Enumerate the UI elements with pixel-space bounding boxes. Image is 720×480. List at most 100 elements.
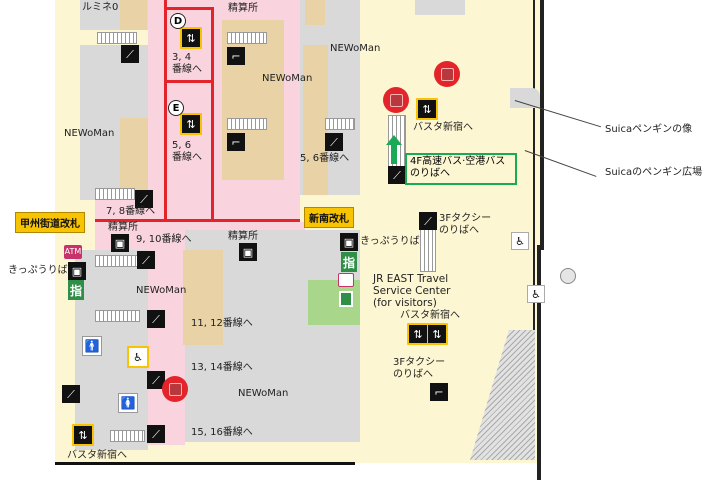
stairs-icon: ⌐: [430, 383, 448, 401]
busta-label: バスタ新宿へ: [67, 450, 127, 461]
travel-center-line: JR EAST Travel: [373, 273, 449, 285]
elevator-icon: ⇅: [409, 325, 427, 343]
elevator-button[interactable]: ⇅: [180, 27, 202, 49]
shop-newoman: NEWoMan: [136, 285, 187, 296]
elevator-button[interactable]: ⇅: [180, 113, 202, 135]
reserved-seat-icon: 指: [341, 252, 357, 272]
ticket-office-label: きっぷうりば: [360, 236, 420, 247]
track-1314-label: 13, 14番線へ: [191, 362, 253, 373]
ticket-machine-icon: ▣: [111, 234, 129, 252]
ticket-machine-icon: ▣: [68, 262, 86, 280]
bottom-wall: [55, 462, 355, 465]
stairs: [95, 310, 140, 322]
stairs: [97, 32, 137, 44]
toilet-female-icon: 🚺: [118, 393, 138, 413]
escalator-icon: ⟋: [147, 425, 165, 443]
track-label: 番線へ: [172, 151, 202, 163]
elevator-d-marker: D: [170, 13, 186, 29]
track-910-label: 9, 10番線へ: [136, 234, 192, 245]
shop-newoman: NEWoMan: [64, 128, 115, 139]
travel-center-line: Service Center: [373, 285, 451, 298]
suica-plaza-label: Suicaのペンギン広場: [605, 167, 703, 178]
travel-center-icon: [338, 273, 354, 287]
escalator-icon: ⟋: [388, 166, 406, 184]
green-arrow-stem: [391, 144, 397, 164]
koshu-gate: 甲州街道改札: [15, 212, 85, 233]
wheelchair-icon: ♿: [129, 348, 147, 366]
elevator-icon: ⇅: [182, 115, 200, 133]
shop-block: [303, 45, 328, 195]
bus-stop-icon[interactable]: [162, 376, 188, 402]
escalator-icon: ⟋: [62, 385, 80, 403]
busta-label: バスタ新宿へ: [400, 310, 460, 321]
track-label: 5, 6: [172, 140, 192, 151]
seisanjo-label: 精算所: [108, 222, 138, 233]
suica-statue: [510, 88, 540, 108]
travel-center-line: (for visitors): [373, 297, 437, 310]
bus-stop-icon[interactable]: [383, 87, 409, 113]
bus-stop-icon[interactable]: [434, 61, 460, 87]
wheelchair-icon: ♿: [511, 232, 529, 250]
escalator-icon: ⟋: [121, 45, 139, 63]
ticket-machine-icon: ▣: [340, 233, 358, 251]
taxi-label-line: のりばへ: [393, 368, 433, 380]
stairs-icon: ⌐: [227, 133, 245, 151]
taxi-label: 3Fタクシーのりばへ: [439, 213, 491, 236]
track-1112-label: 11, 12番線へ: [191, 318, 253, 329]
shinminami-gate: 新南改札: [304, 207, 354, 228]
outer-wall: [540, 0, 544, 250]
stairs-icon: ⌐: [227, 47, 245, 65]
route-line: [164, 0, 167, 222]
elevator-icon: ⇅: [428, 325, 446, 343]
shop-newoman: NEWoMan: [262, 73, 313, 84]
elevator-icon: ⇅: [74, 426, 92, 444]
route-line: [164, 7, 214, 10]
escalator-icon: ⟋: [137, 251, 155, 269]
shop-newoman: NEWoMan: [238, 388, 289, 399]
column: [560, 268, 576, 284]
taxi-label-line: のりばへ: [439, 224, 479, 236]
shop-block: [120, 0, 147, 30]
shop-block: [305, 0, 325, 25]
atm-icon: ATM: [64, 245, 82, 259]
shop-block: [120, 118, 148, 190]
seisanjo-label: 精算所: [228, 3, 258, 14]
escalator-icon: ⟋: [135, 190, 153, 208]
taxi-label-line: 3Fタクシー: [439, 213, 492, 224]
elevator-button[interactable]: ⇅: [416, 98, 438, 120]
accessible-toilet: ♿: [127, 346, 149, 368]
track-label: 番線へ: [172, 63, 202, 75]
wheelchair-icon: ♿: [527, 285, 545, 303]
shop-block: [415, 0, 465, 15]
track-56-label: 5, 6番線へ: [300, 153, 350, 164]
shop-block: [222, 20, 284, 180]
elevator-button[interactable]: ⇅⇅: [407, 323, 448, 345]
busta-label: バスタ新宿へ: [413, 122, 473, 133]
escalator-icon: ⟋: [147, 310, 165, 328]
paid-area: [148, 250, 185, 445]
stairs: [95, 188, 135, 200]
seisanjo-label: 精算所: [228, 231, 258, 242]
elevator-icon: ⇅: [182, 29, 200, 47]
escalator-icon: ⟋: [325, 133, 343, 151]
track-78-label: 7, 8番線へ: [106, 206, 156, 217]
elevator-button[interactable]: ⇅: [72, 424, 94, 446]
escalator-icon: ⟋: [147, 371, 165, 389]
escalator-icon: ⟋: [419, 212, 437, 230]
bookmark-icon: [339, 291, 353, 307]
green-arrow-up-icon: [386, 135, 402, 145]
outer-wall-lower: [537, 245, 541, 480]
suica-statue-label: Suicaペンギンの像: [605, 124, 693, 135]
ticket-machine-icon: ▣: [239, 243, 257, 261]
stairs: [227, 32, 267, 44]
highway-bus-label: のりばへ: [410, 168, 450, 179]
route-line: [95, 219, 300, 222]
highway-bus-box: 4F高速バス·空港バス のりばへ: [405, 153, 517, 185]
taxi-label-line: 3Fタクシー: [393, 357, 446, 368]
stairs: [325, 118, 355, 130]
highway-bus-label: 4F高速バス·空港バス: [410, 156, 506, 167]
shop-lumine: ルミネ0: [82, 2, 119, 13]
toilet-male-icon: 🚹: [82, 336, 102, 356]
